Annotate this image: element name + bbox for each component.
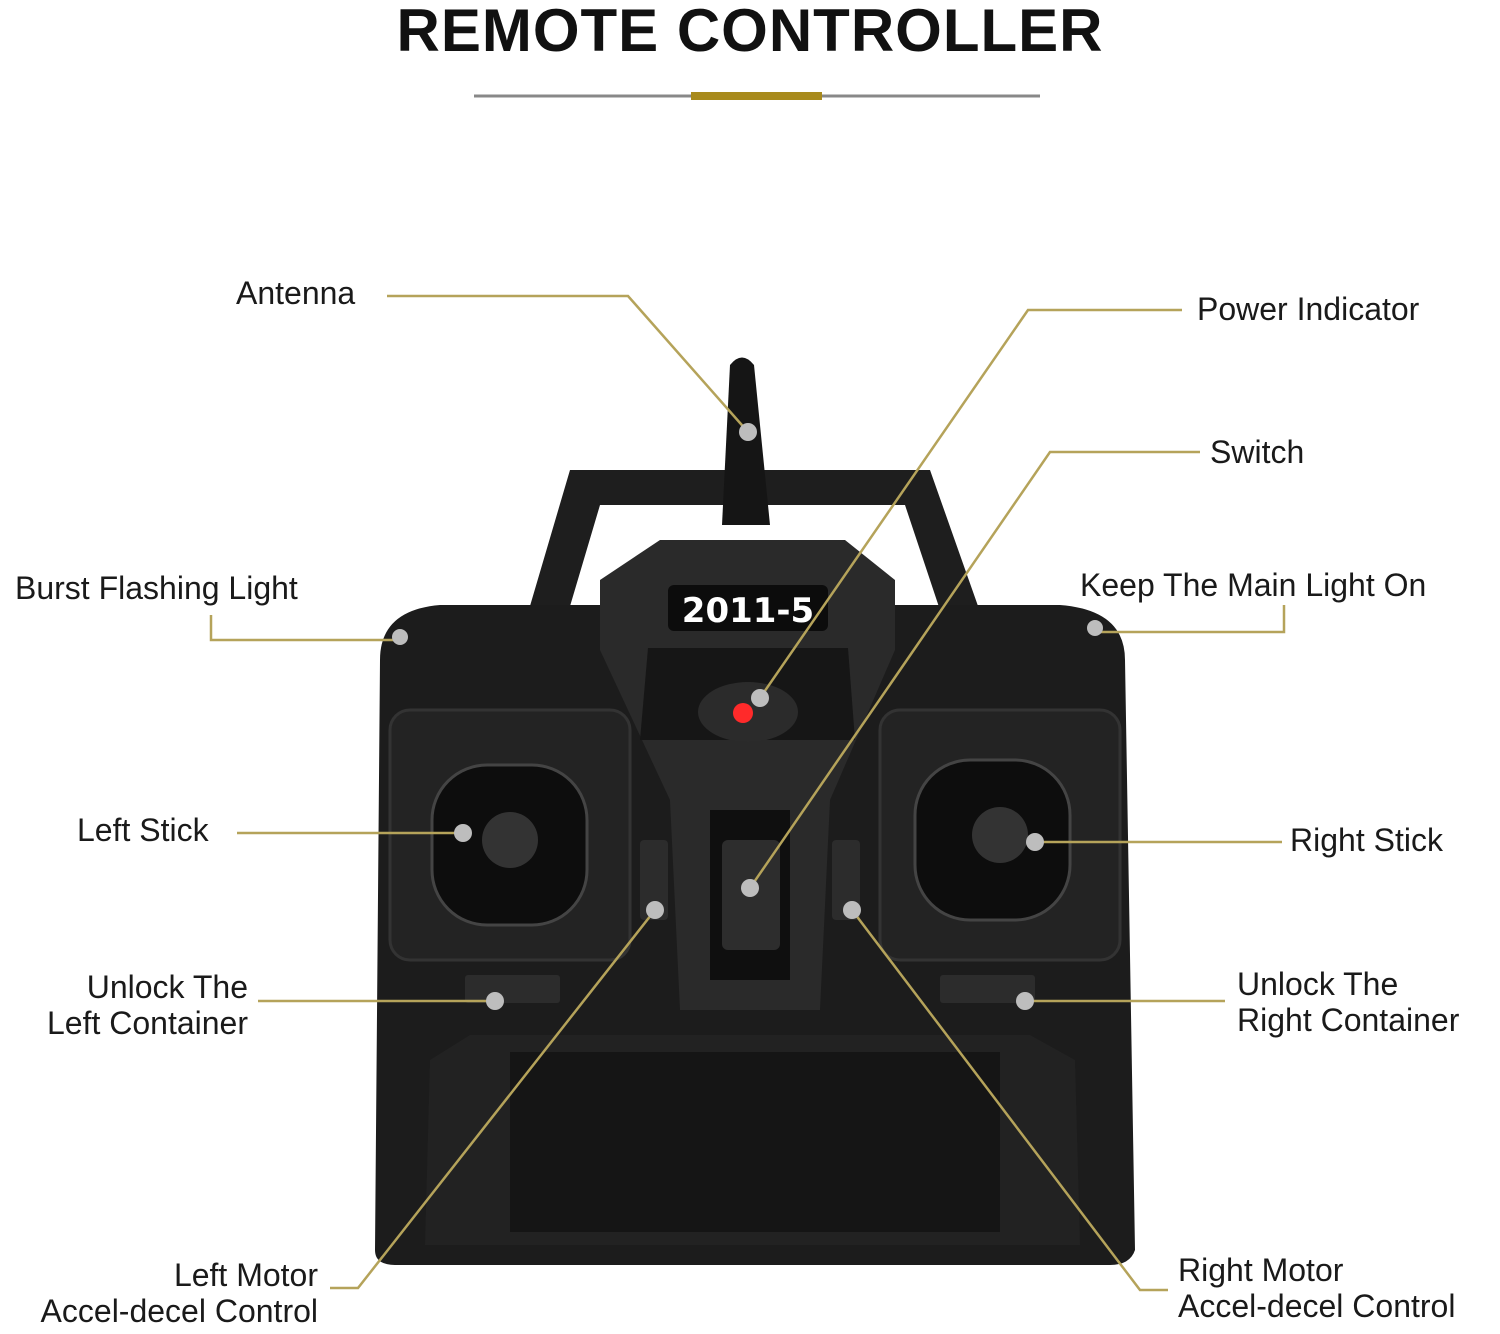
power-led (733, 703, 753, 723)
label-line: Unlock The (86, 969, 248, 1005)
label-line: Left Motor (173, 1257, 318, 1293)
label-keep-main-light-on: Keep The Main Light On (1080, 567, 1427, 603)
label-left-motor: Left Motor Accel-decel Control (41, 1257, 318, 1329)
label-power-indicator: Power Indicator (1197, 291, 1420, 327)
leader-lines (209, 294, 1286, 1292)
label-line: Right Motor (1178, 1252, 1344, 1288)
label-line: Left Container (46, 1005, 248, 1041)
label-unlock-right-container: Unlock The Right Container (1237, 966, 1459, 1038)
label-line: Unlock The (1237, 966, 1399, 1002)
label-left-stick: Left Stick (77, 812, 209, 848)
label-line: Accel-decel Control (40, 1293, 318, 1329)
model-label: 2011-5 (682, 591, 814, 631)
label-right-motor: Right Motor Accel-decel Control (1178, 1252, 1455, 1324)
label-right-stick: Right Stick (1290, 822, 1443, 858)
label-antenna: Antenna (236, 275, 356, 311)
callout-dots (392, 423, 1103, 1010)
label-burst-flashing-light: Burst Flashing Light (15, 570, 298, 606)
label-unlock-left-container: Unlock The Left Container (47, 969, 248, 1041)
controller-image: 2011-5 (375, 357, 1135, 1265)
label-line: Accel-decel Control (1178, 1288, 1456, 1324)
page-title: REMOTE CONTROLLER (396, 0, 1104, 64)
label-line: Right Container (1237, 1002, 1460, 1038)
label-switch: Switch (1210, 434, 1305, 470)
